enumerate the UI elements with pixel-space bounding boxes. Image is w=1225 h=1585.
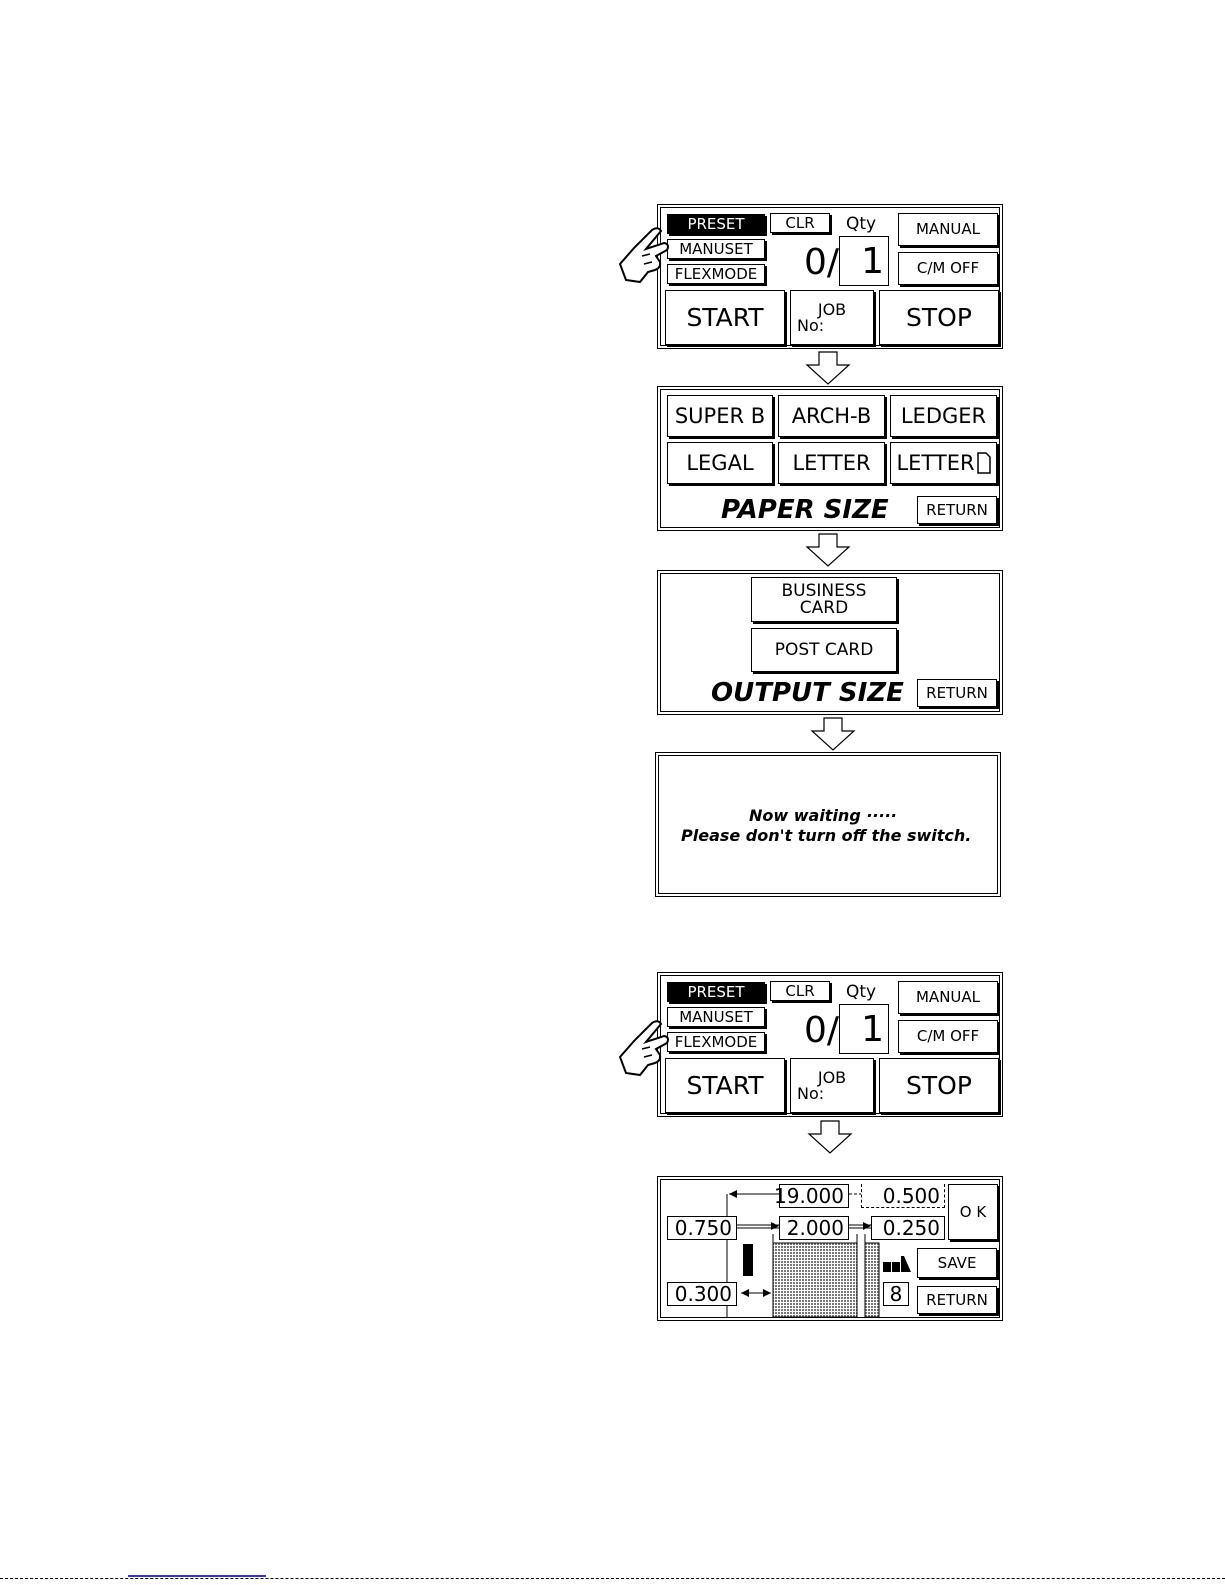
cut-2000-field[interactable]: 2.000: [779, 1216, 849, 1240]
manual-button[interactable]: MANUAL: [898, 213, 998, 246]
main-screen-preset: PRESET MANUSET FLEXMODE CLR Qty 0/ 1 MAN…: [657, 204, 1003, 349]
main-screen-manuset: PRESET MANUSET FLEXMODE CLR Qty 0/ 1 MAN…: [657, 972, 1003, 1117]
hand-pointer-icon: [618, 1020, 669, 1077]
preset-button[interactable]: PRESET: [667, 982, 765, 1002]
paper-super-b-button[interactable]: SUPER B: [667, 395, 773, 437]
qty-label: Qty: [846, 982, 877, 1002]
down-arrow-icon: [810, 717, 856, 751]
layout-diagram: [726, 1190, 911, 1317]
footer-divider: [0, 1578, 1225, 1579]
lead-0750-field[interactable]: 0.750: [667, 1216, 737, 1240]
job-number-button[interactable]: JOB No:: [790, 290, 874, 345]
margin-0300-field[interactable]: 0.300: [667, 1282, 737, 1306]
manual-button[interactable]: MANUAL: [898, 981, 998, 1014]
manuset-settings-screen: 19.000 0.500 O K 0.750 2.000 0.250 SAVE …: [657, 1176, 1003, 1321]
qty-label: Qty: [846, 214, 877, 234]
hand-pointer-icon: [618, 227, 669, 284]
business-card-label-2: CARD: [799, 597, 849, 618]
paper-size-title: PAPER SIZE: [721, 495, 889, 525]
manuset-button[interactable]: MANUSET: [667, 239, 765, 259]
post-card-button[interactable]: POST CARD: [751, 628, 897, 672]
cm-off-button[interactable]: C/M OFF: [898, 252, 998, 285]
save-button[interactable]: SAVE: [917, 1248, 997, 1278]
manuset-button[interactable]: MANUSET: [667, 1007, 765, 1027]
length-19000-field[interactable]: 19.000: [774, 1184, 849, 1208]
stop-button[interactable]: STOP: [879, 1058, 999, 1113]
paper-letter-portrait-button[interactable]: LETTER: [890, 442, 997, 484]
output-return-button[interactable]: RETURN: [917, 679, 997, 707]
manuset-return-button[interactable]: RETURN: [917, 1286, 997, 1314]
footer-link-underline: [128, 1575, 266, 1577]
switch-warning-message: Please don't turn off the switch.: [681, 826, 972, 845]
paper-arch-b-button[interactable]: ARCH-B: [778, 395, 885, 437]
business-card-label-1: BUSINESS: [781, 580, 867, 601]
job-label: JOB: [817, 1067, 847, 1087]
down-arrow-icon: [805, 351, 851, 385]
stop-button[interactable]: STOP: [879, 290, 999, 345]
portrait-page-icon: [976, 452, 991, 474]
output-size-title: OUTPUT SIZE: [711, 678, 904, 708]
down-arrow-icon: [807, 1120, 853, 1154]
job-number-button[interactable]: JOB No:: [790, 1058, 874, 1113]
waiting-message: Now waiting ·····: [749, 806, 897, 825]
flexmode-button[interactable]: FLEXMODE: [667, 264, 765, 284]
count-display: 0/: [804, 242, 840, 283]
preset-button[interactable]: PRESET: [667, 214, 765, 234]
start-button[interactable]: START: [665, 290, 785, 345]
gutter-0250-field[interactable]: 0.250: [871, 1216, 945, 1240]
qty-display[interactable]: 1: [839, 236, 889, 286]
job-no-label: No:: [797, 315, 825, 335]
paper-letter-portrait-label: LETTER: [896, 450, 975, 475]
cm-off-button[interactable]: C/M OFF: [898, 1020, 998, 1053]
paper-letter-button[interactable]: LETTER: [778, 442, 885, 484]
flexmode-button[interactable]: FLEXMODE: [667, 1032, 765, 1052]
job-no-label: No:: [797, 1083, 825, 1103]
start-button[interactable]: START: [665, 1058, 785, 1113]
output-size-screen: BUSINESS CARD POST CARD OUTPUT SIZE RETU…: [657, 570, 1003, 715]
stack-count-field[interactable]: 8: [883, 1282, 909, 1306]
paper-size-screen: SUPER B ARCH-B LEDGER LEGAL LETTER LETTE…: [657, 386, 1003, 531]
down-arrow-icon: [805, 533, 851, 567]
job-label: JOB: [817, 299, 847, 319]
waiting-screen: Now waiting ····· Please don't turn off …: [655, 752, 1001, 897]
paper-ledger-button[interactable]: LEDGER: [890, 395, 997, 437]
margin-0500-field[interactable]: 0.500: [861, 1184, 945, 1208]
business-card-button[interactable]: BUSINESS CARD: [751, 577, 897, 622]
clr-button[interactable]: CLR: [770, 981, 830, 1001]
count-display: 0/: [804, 1010, 840, 1051]
qty-display[interactable]: 1: [839, 1004, 889, 1054]
ok-button[interactable]: O K: [948, 1184, 998, 1240]
paper-return-button[interactable]: RETURN: [917, 496, 997, 524]
clr-button[interactable]: CLR: [770, 213, 830, 233]
paper-legal-button[interactable]: LEGAL: [667, 442, 773, 484]
